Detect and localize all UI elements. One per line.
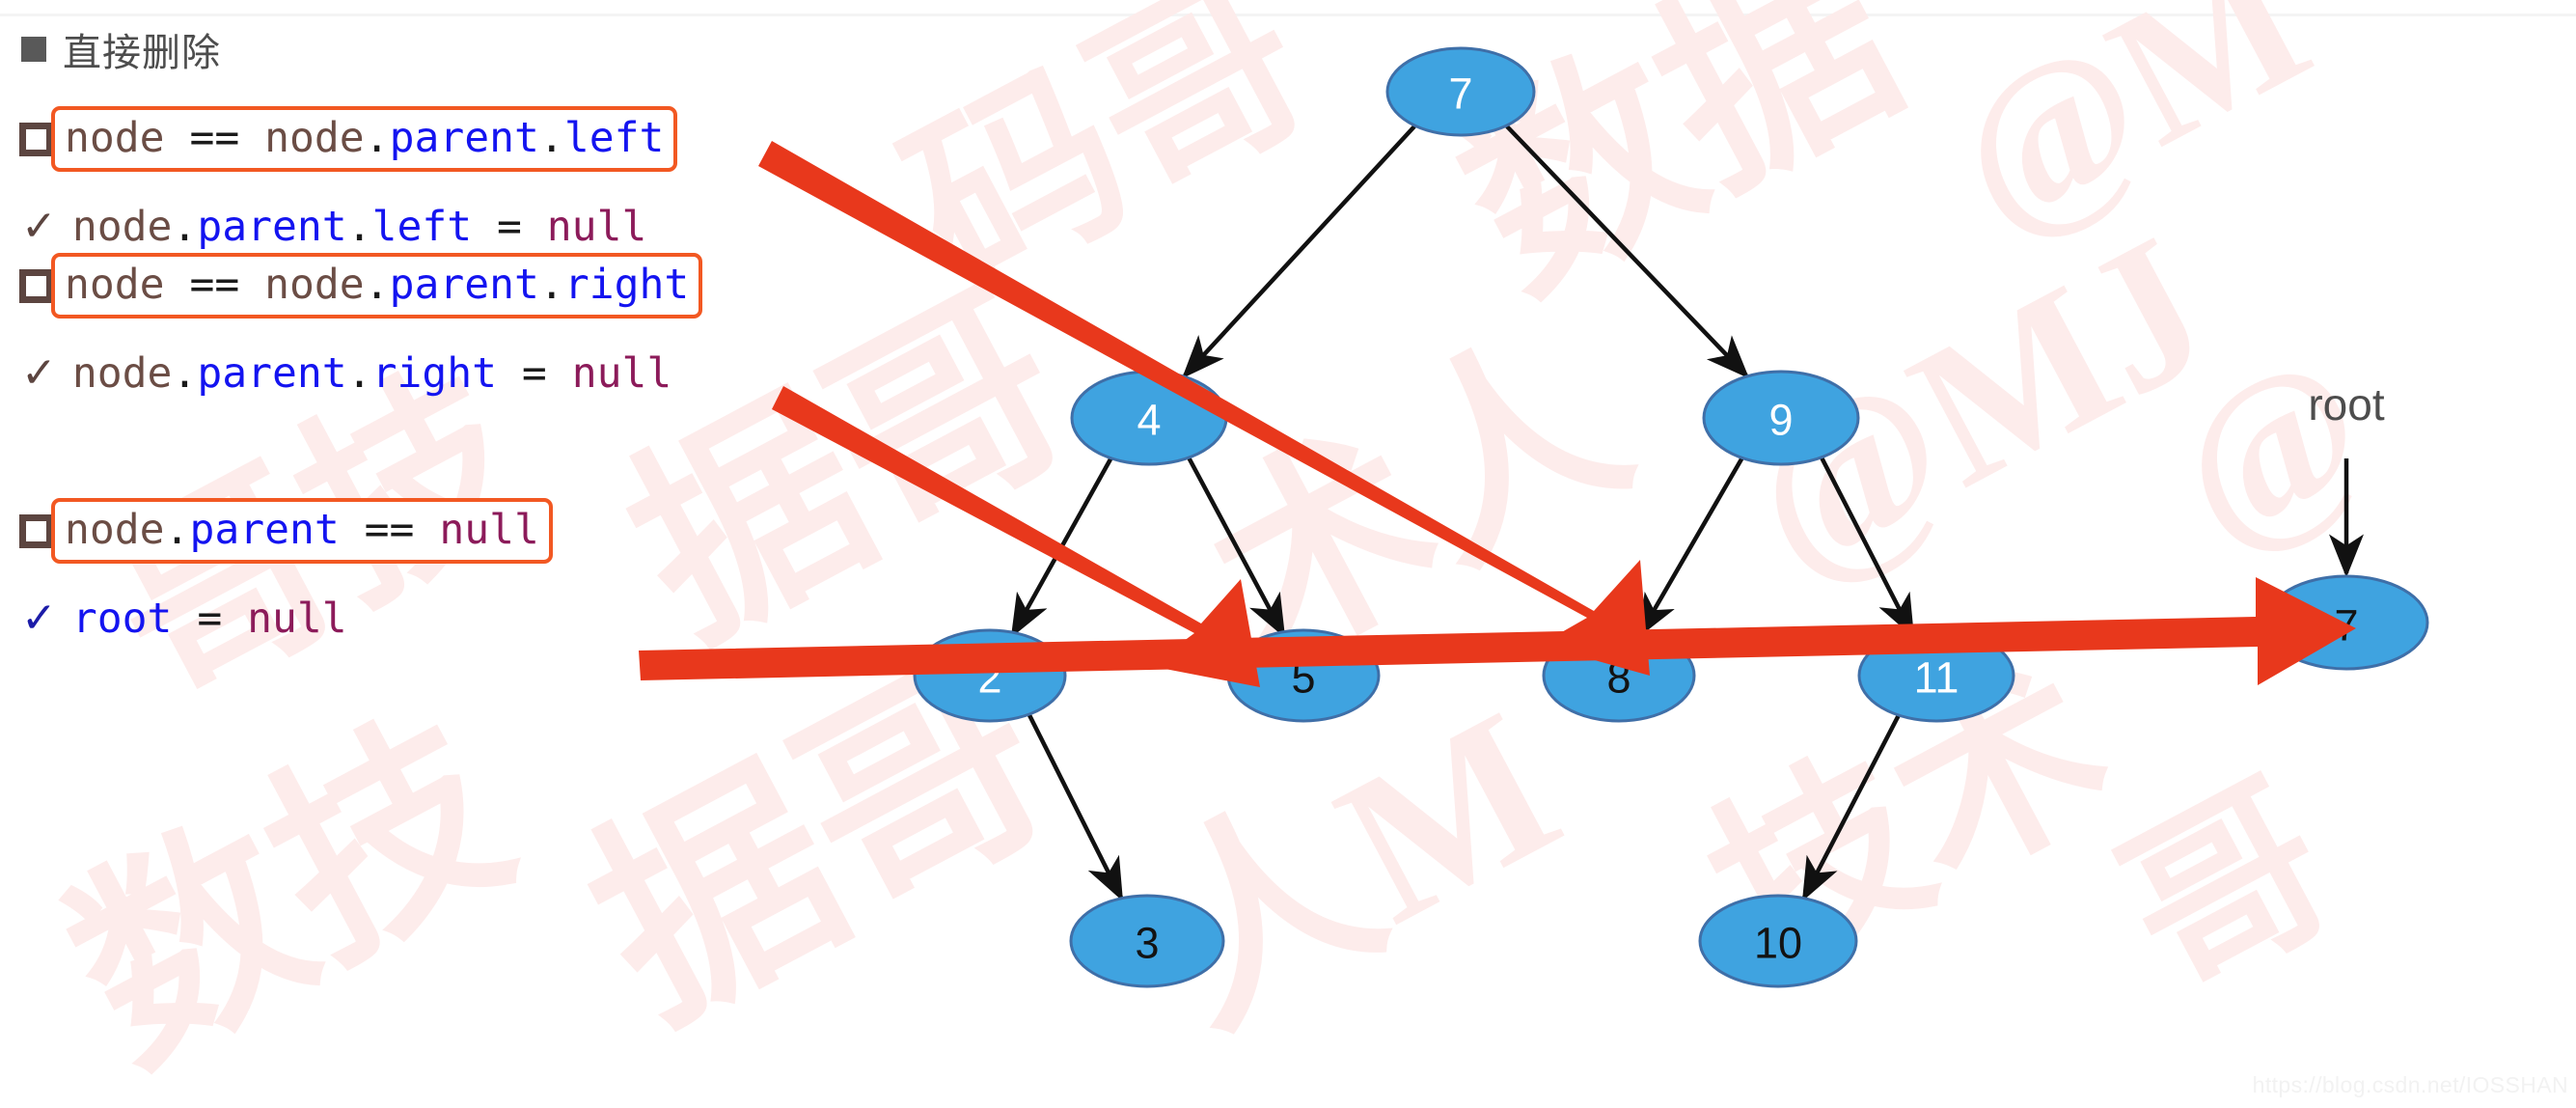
arrow-to-node-8 (758, 141, 1650, 676)
rule-3-condition-box: node.parent == null (51, 498, 553, 564)
edge-7-9 (1505, 125, 1750, 379)
token-prop: left (371, 203, 498, 251)
rule-2-action: ✓ node.parent.right = null (21, 349, 671, 398)
check-mark-icon: ✓ (21, 348, 57, 398)
edge-9-11 (1819, 456, 1915, 639)
rules-panel: 直接删除 node == node.parent.left ✓ node.par… (0, 0, 830, 1108)
token-null: null (571, 349, 672, 398)
tree-edges (1010, 125, 2364, 902)
token-op: == (364, 506, 440, 554)
token-ident: node (71, 203, 173, 251)
rule-1-action: ✓ node.parent.left = null (21, 203, 646, 251)
token-ident: node (65, 261, 190, 309)
filled-square-bullet-icon (21, 37, 46, 62)
edge-7-4 (1181, 125, 1416, 379)
check-mark-icon: ✓ (21, 202, 57, 251)
token-prop: parent (197, 349, 347, 398)
token-null: null (439, 506, 539, 554)
red-annotation-arrows (639, 141, 2356, 687)
checkbox-unchecked-icon[interactable] (19, 122, 53, 156)
token-dot: . (172, 349, 198, 398)
section-heading-text: 直接删除 (63, 32, 221, 74)
token-ident: node (65, 114, 190, 162)
token-op: = (497, 203, 547, 251)
token-ident: node (65, 506, 165, 554)
section-heading: 直接删除 (21, 21, 221, 77)
rule-1-condition-box: node == node.parent.left (51, 106, 678, 172)
tree-nodes: 7 4 9 2 5 8 11 (913, 46, 2429, 988)
top-divider-line (0, 14, 2576, 16)
arrow-to-node-5 (772, 386, 1260, 687)
checkbox-unchecked-icon[interactable] (19, 513, 53, 548)
node-value: 9 (1768, 396, 1793, 445)
rule-1-condition[interactable]: node == node.parent.left (19, 106, 678, 172)
token-ident: node (71, 349, 173, 398)
token-prop: parent (389, 261, 539, 309)
token-prop: right (371, 349, 522, 398)
checkbox-unchecked-icon[interactable] (19, 268, 53, 303)
edge-11-10 (1801, 709, 1903, 901)
token-ident: node (264, 114, 365, 162)
tree-node-10[interactable]: 10 (1698, 894, 1858, 988)
rule-3-action: ✓ root = null (21, 595, 347, 643)
rule-3-condition[interactable]: node.parent == null (19, 498, 553, 564)
edge-2-3 (1025, 709, 1124, 902)
tree-node-9[interactable]: 9 (1702, 370, 1860, 466)
token-dot: . (538, 261, 564, 309)
node-value: 7 (1448, 69, 1472, 119)
rule-2-action-text: node.parent.right = null (70, 349, 671, 398)
token-dot: . (172, 203, 198, 251)
token-root: root (71, 595, 198, 643)
node-value: 3 (1135, 919, 1159, 968)
token-op: = (197, 595, 248, 643)
rule-2-condition-box: node == node.parent.right (51, 253, 703, 319)
token-dot: . (164, 506, 190, 554)
token-dot: . (346, 203, 372, 251)
node-value: 4 (1137, 396, 1161, 445)
rule-1-action-text: node.parent.left = null (70, 203, 646, 251)
node-value: 10 (1754, 919, 1802, 968)
token-dot: . (538, 114, 564, 162)
check-mark-icon: ✓ (21, 594, 57, 643)
tree-node-7[interactable]: 7 (1385, 46, 1536, 137)
token-op: == (189, 261, 265, 309)
edge-9-8 (1637, 456, 1744, 638)
tree-node-4[interactable]: 4 (1070, 370, 1228, 466)
token-dot: . (364, 261, 390, 309)
token-ident: node (264, 261, 365, 309)
token-op: == (189, 114, 265, 162)
rule-3-action-text: root = null (70, 595, 347, 643)
token-null: null (546, 203, 647, 251)
token-dot: . (364, 114, 390, 162)
token-dot: . (346, 349, 372, 398)
token-op: = (521, 349, 572, 398)
token-prop: parent (389, 114, 539, 162)
arrow-to-root-7 (639, 577, 2356, 685)
token-null: null (247, 595, 347, 643)
token-prop: parent (197, 203, 347, 251)
token-prop: left (563, 114, 665, 162)
edge-4-5 (1187, 456, 1286, 638)
tree-node-3[interactable]: 3 (1069, 894, 1225, 988)
token-prop: parent (189, 506, 365, 554)
node-value: 11 (1914, 653, 1959, 703)
token-prop: right (563, 261, 690, 309)
root-label: root (2308, 379, 2384, 429)
rule-2-condition[interactable]: node == node.parent.right (19, 253, 703, 319)
